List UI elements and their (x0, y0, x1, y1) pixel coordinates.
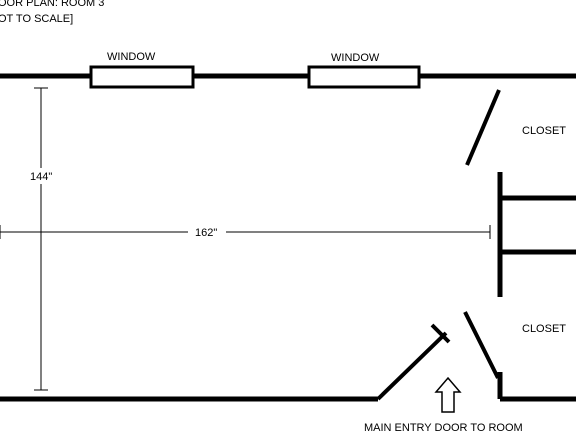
title-line-2: OT TO SCALE] (0, 13, 73, 25)
window-2-label: WINDOW (331, 52, 380, 64)
closet-label-upper: CLOSET (522, 125, 566, 137)
closet-label-lower: CLOSET (522, 323, 566, 335)
closet-door-lower (463, 311, 500, 379)
height-dimension-label: 144" (30, 171, 52, 183)
window-2 (307, 65, 421, 89)
entry-label: MAIN ENTRY DOOR TO ROOM (364, 422, 523, 432)
window-1-label: WINDOW (107, 51, 156, 63)
height-label-bg (26, 168, 58, 184)
width-label-bg (188, 224, 226, 240)
width-dimension-label: 162" (195, 227, 217, 239)
title-line-1: OOR PLAN: ROOM 3 (0, 0, 104, 9)
entry-arrow-icon (434, 376, 462, 413)
closet-door-upper (465, 89, 501, 166)
window-1 (89, 65, 195, 89)
entry-door (376, 331, 448, 401)
entry-door-hinge-mark (430, 323, 451, 344)
